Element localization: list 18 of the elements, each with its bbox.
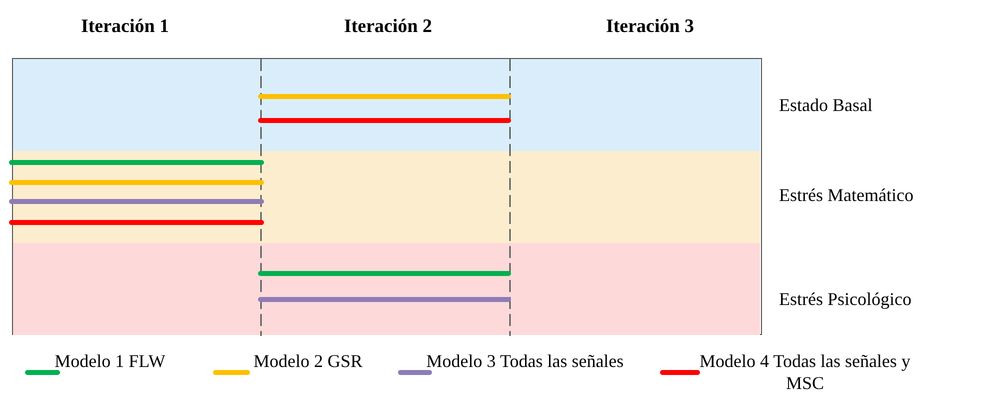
row-label: Estrés Psicológico bbox=[779, 289, 912, 310]
bar bbox=[258, 271, 511, 276]
bar bbox=[9, 160, 264, 165]
bar bbox=[9, 180, 264, 185]
column-heading: Iteración 1 bbox=[80, 16, 170, 38]
bar bbox=[258, 94, 511, 99]
column-heading: Iteración 3 bbox=[606, 16, 694, 38]
bar bbox=[258, 297, 511, 302]
column-heading: Iteración 2 bbox=[344, 16, 432, 38]
bar bbox=[258, 118, 511, 123]
legend-label: Modelo 2 GSR bbox=[252, 350, 364, 372]
legend-label: Modelo 4 Todas las señales y MSC bbox=[698, 350, 912, 394]
bar bbox=[9, 199, 264, 204]
row-label: Estado Basal bbox=[779, 95, 872, 116]
legend-label: Modelo 3 Todas las señales bbox=[425, 350, 625, 372]
legend-label: Modelo 1 FLW bbox=[54, 350, 166, 372]
bar bbox=[9, 220, 264, 225]
row-label: Estrés Matemático bbox=[779, 185, 914, 206]
